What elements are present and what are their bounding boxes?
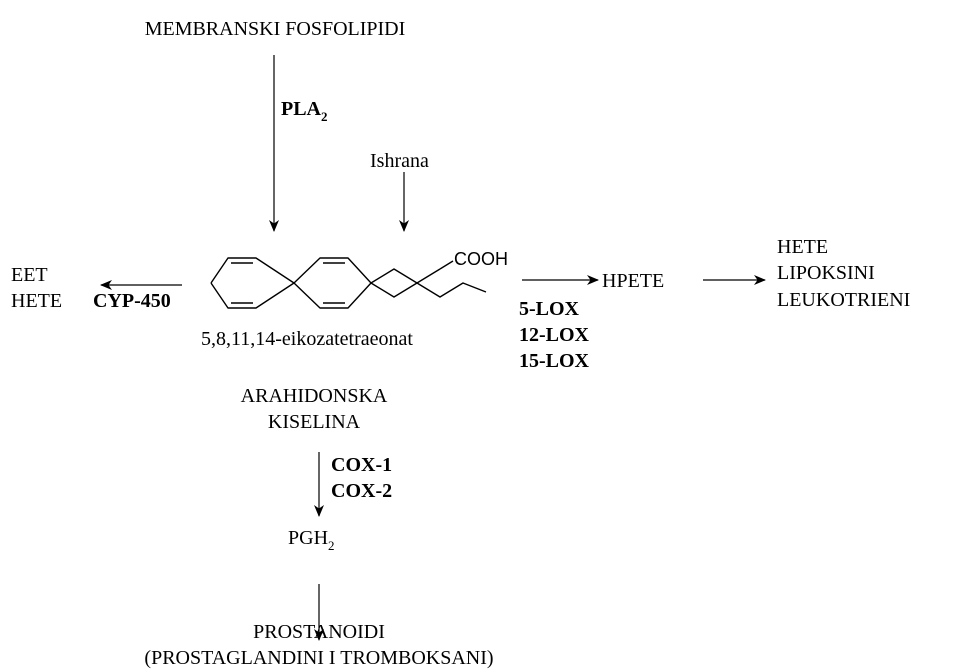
prostaglandins-thromboxanes-label: (PROSTAGLANDINI I TROMBOKSANI) bbox=[144, 647, 494, 669]
pla2-subscript: 2 bbox=[321, 109, 328, 124]
hpete-label: HPETE bbox=[602, 270, 665, 292]
systematic-name-label: 5,8,11,14-eikozatetraeonat bbox=[201, 328, 413, 350]
arachidonic-acid-name-line2: KISELINA bbox=[267, 411, 361, 433]
pgh2-subscript: 2 bbox=[328, 538, 335, 553]
lox-product-leukotrienes: LEUKOTRIENI bbox=[777, 289, 911, 311]
cyp-product-eet: EET bbox=[11, 264, 48, 286]
lox-product-lipoxins: LIPOKSINI bbox=[777, 262, 875, 284]
cox-enzyme-1: COX-1 bbox=[331, 454, 393, 476]
lox-product-hete: HETE bbox=[777, 236, 829, 258]
pla2-main: PLA bbox=[281, 98, 321, 120]
cyp-product-hete: HETE bbox=[11, 290, 63, 312]
lox-enzyme-5: 5-LOX bbox=[519, 298, 579, 320]
diet-label: Ishrana bbox=[370, 150, 429, 172]
lox-enzyme-12: 12-LOX bbox=[519, 324, 589, 346]
prostanoids-label: PROSTANOIDI bbox=[253, 621, 385, 643]
pla2-enzyme-label: PLA2 bbox=[281, 98, 328, 123]
carboxyl-group-label: COOH bbox=[454, 249, 508, 269]
membrane-phospholipids-label: MEMBRANSKI FOSFOLIPIDI bbox=[144, 18, 406, 40]
arachidonic-acid-structure bbox=[210, 257, 487, 309]
cyp450-enzyme-label: CYP-450 bbox=[93, 290, 171, 312]
pgh2-main: PGH bbox=[288, 527, 329, 549]
pgh2-label: PGH2 bbox=[288, 527, 335, 552]
lox-enzyme-15: 15-LOX bbox=[519, 350, 589, 372]
cox-enzyme-2: COX-2 bbox=[331, 480, 393, 502]
arachidonic-acid-name-line1: ARAHIDONSKA bbox=[240, 385, 388, 407]
